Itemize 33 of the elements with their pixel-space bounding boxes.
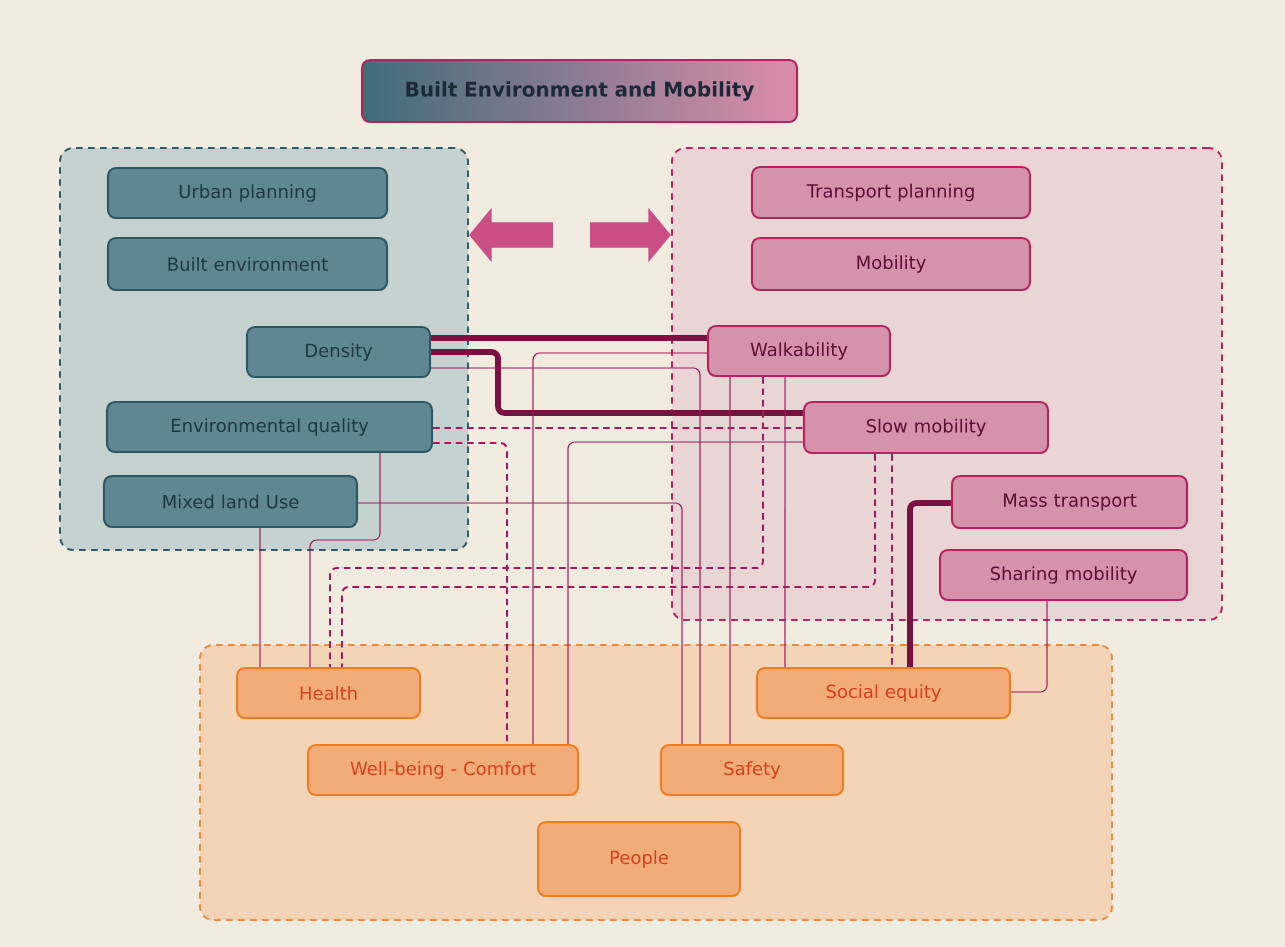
connector-line xyxy=(567,441,804,745)
connector-line xyxy=(891,453,893,668)
concept-box: Built environment xyxy=(106,236,389,292)
concept-box: Density xyxy=(245,325,432,379)
concept-box: People xyxy=(536,820,742,898)
concept-box: Mobility xyxy=(750,236,1032,292)
connector-line xyxy=(259,527,261,668)
concept-box: Walkability xyxy=(706,324,892,378)
connector-line xyxy=(309,452,381,668)
connector-line xyxy=(784,376,786,668)
connector-line xyxy=(341,453,876,668)
connector-line xyxy=(432,427,804,429)
concept-box: Sharing mobility xyxy=(938,548,1189,602)
connector-line xyxy=(357,502,683,745)
concept-box: Mixed land Use xyxy=(102,474,359,529)
concept-box: Well-being - Comfort xyxy=(306,743,580,797)
connector-line xyxy=(430,367,701,745)
connector-line xyxy=(907,500,951,667)
connector-line xyxy=(329,376,764,668)
concept-box: Urban planning xyxy=(106,166,389,220)
connector-line xyxy=(431,335,707,341)
concept-box: Mass transport xyxy=(950,474,1189,530)
connector-line xyxy=(729,376,731,745)
concept-box: Environmental quality xyxy=(105,400,434,454)
connector-line xyxy=(1010,600,1048,693)
concept-box: Slow mobility xyxy=(802,400,1050,455)
concept-box: Safety xyxy=(659,743,845,797)
concept-box: Social equity xyxy=(755,666,1012,720)
concept-box: Transport planning xyxy=(750,165,1032,220)
connector-line xyxy=(431,349,803,416)
connector-line xyxy=(532,352,708,745)
concept-box: Health xyxy=(235,666,422,720)
title-box: Built Environment and Mobility xyxy=(360,58,799,124)
